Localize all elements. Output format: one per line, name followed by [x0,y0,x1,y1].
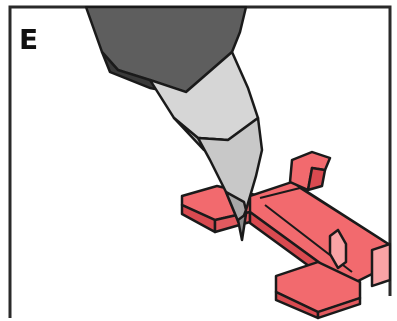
step-label: E [19,23,39,56]
plastic-clip-icon [180,150,392,320]
soldering-iron-icon [84,5,264,242]
